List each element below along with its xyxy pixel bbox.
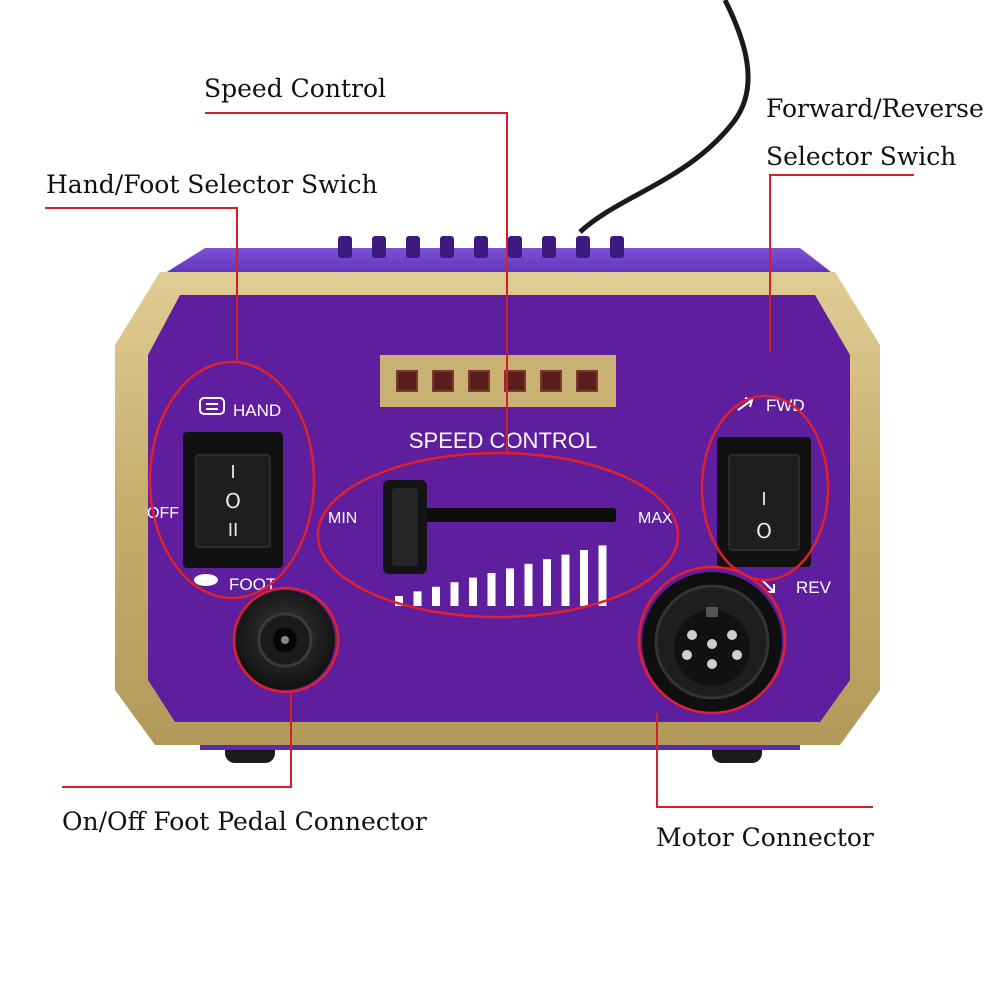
- callout-hand-foot: Hand/Foot Selector Swich: [46, 170, 378, 199]
- switch-mark-fwd-i: I: [761, 489, 766, 510]
- indicator-light: [468, 370, 490, 392]
- speed-bar: [524, 563, 533, 606]
- switch-mark-ii: II: [228, 520, 239, 541]
- speed-control-highlight: [316, 451, 680, 619]
- hand-foot-leader: [45, 207, 238, 362]
- panel-speed-control-label: SPEED CONTROL: [409, 428, 597, 453]
- fwd-rev-rocker-switch[interactable]: I O: [717, 437, 811, 567]
- speed-bar: [506, 568, 514, 606]
- fwd-rev-highlight: [700, 394, 830, 582]
- switch-mark-rev-o: O: [756, 519, 772, 543]
- hand-foot-highlight: [148, 360, 316, 600]
- speed-bar: [413, 591, 422, 606]
- panel-hand-label: HAND: [233, 401, 281, 420]
- speed-bar: [487, 573, 496, 606]
- hand-foot-rocker-switch[interactable]: I O II: [183, 432, 283, 568]
- callout-forward-reverse-line2: Selector Swich: [766, 142, 957, 171]
- slider-track: [418, 508, 616, 522]
- speed-bar: [561, 554, 570, 606]
- hand-icon: [199, 397, 225, 415]
- speed-bar: [469, 577, 477, 606]
- callout-speed-control: Speed Control: [204, 74, 386, 103]
- callout-foot-pedal: On/Off Foot Pedal Connector: [62, 807, 427, 836]
- switch-mark-o: O: [225, 489, 241, 513]
- motor-connector-socket[interactable]: [642, 572, 782, 712]
- indicator-light: [396, 370, 418, 392]
- indicator-lights: [396, 370, 598, 392]
- speed-control-leader: [205, 112, 508, 453]
- speed-bar: [450, 582, 459, 606]
- speed-bar: [432, 586, 440, 606]
- callout-motor: Motor Connector: [656, 823, 874, 852]
- panel-rev-label: REV: [796, 578, 832, 597]
- highlight-ellipses: [148, 360, 830, 715]
- speed-bar: [543, 559, 551, 606]
- speed-slider-knob[interactable]: [383, 480, 427, 574]
- foot-pedal-highlight: [232, 586, 340, 694]
- foot-pedal-leader: [62, 692, 292, 788]
- panel-fwd-label: FWD: [766, 396, 805, 415]
- rev-icon: [761, 579, 775, 593]
- callout-forward-reverse-line1: Forward/Reverse: [766, 94, 984, 123]
- power-cord: [578, 0, 751, 234]
- switch-mark-i: I: [230, 462, 235, 483]
- vent-slots: [338, 236, 624, 258]
- motor-connector-highlight: [637, 565, 787, 715]
- speed-bar: [598, 545, 607, 606]
- callout-lines: [45, 112, 914, 808]
- panel-min-label: MIN: [328, 510, 357, 527]
- foot-pedal-jack[interactable]: [235, 590, 335, 690]
- indicator-light: [432, 370, 454, 392]
- panel-max-label: MAX: [638, 510, 673, 527]
- fwd-rev-leader: [769, 174, 914, 352]
- foot-icon: [194, 574, 218, 586]
- indicator-light: [504, 370, 526, 392]
- indicator-light: [540, 370, 562, 392]
- motor-leader: [656, 713, 873, 808]
- indicator-light: [576, 370, 598, 392]
- top-housing: [162, 248, 835, 275]
- speed-bar: [580, 550, 588, 606]
- speed-level-bars: [395, 545, 607, 606]
- speed-bar: [395, 596, 403, 606]
